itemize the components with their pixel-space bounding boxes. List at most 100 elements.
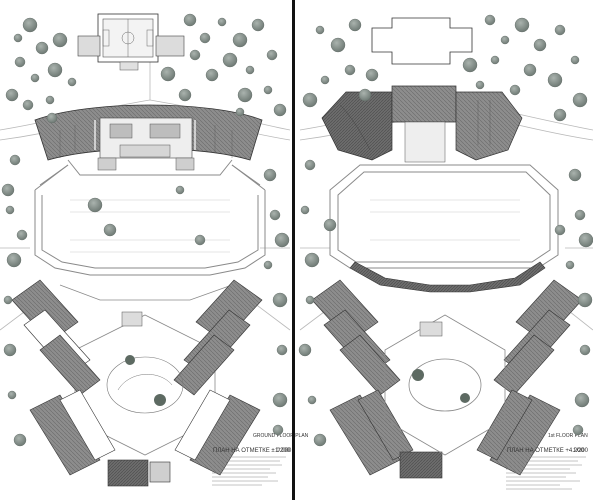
courtyard xyxy=(106,311,184,414)
tree-icon xyxy=(323,218,337,232)
tree-icon xyxy=(14,56,26,68)
tree-icon xyxy=(572,424,584,436)
tree-icon xyxy=(484,14,496,26)
tree-icon xyxy=(572,92,588,108)
tree-icon xyxy=(6,252,22,268)
tree-icon xyxy=(263,85,273,95)
sheet-scale: 1/200 xyxy=(275,448,291,454)
tree-icon xyxy=(103,223,117,237)
tree-icon xyxy=(300,205,310,215)
title-block-ground: GROUND FLOOR PLAN ПЛАН НА ОТМЕТКЕ ± 0.00… xyxy=(212,433,309,486)
tree-icon xyxy=(565,260,575,270)
tree-icon xyxy=(577,292,593,308)
tree-icon xyxy=(547,72,563,88)
tree-icon xyxy=(554,24,566,36)
sports-building-outline xyxy=(371,17,473,65)
tree-icon xyxy=(533,38,547,52)
tree-icon xyxy=(365,68,379,82)
tree-icon xyxy=(348,18,362,32)
sheet-caption: 1st FLOOR PLAN xyxy=(548,433,588,439)
tree-icon xyxy=(302,92,318,108)
tree-icon xyxy=(475,80,485,90)
tree-icon xyxy=(3,343,17,357)
tree-icon xyxy=(574,209,586,221)
tree-icon xyxy=(276,344,288,356)
tree-icon xyxy=(175,185,185,195)
legend-lines xyxy=(212,456,286,486)
tree-icon xyxy=(313,433,327,447)
tree-icon xyxy=(344,64,356,76)
tree-icon xyxy=(1,183,15,197)
tree-icon xyxy=(194,234,206,246)
tree-icon xyxy=(160,66,176,82)
tree-icon xyxy=(554,224,566,236)
tree-icon xyxy=(45,95,55,105)
tree-icon xyxy=(22,17,38,33)
ground-floor-sheet: GROUND FLOOR PLAN ПЛАН НА ОТМЕТКЕ ± 0.00… xyxy=(0,13,309,487)
tree-icon xyxy=(269,209,281,221)
tree-icon xyxy=(47,62,63,78)
tree-icon xyxy=(199,32,211,44)
tree-icon xyxy=(13,33,23,43)
tree-icon xyxy=(189,49,201,61)
tree-icon xyxy=(298,343,312,357)
tree-icon xyxy=(87,197,103,213)
first-floor-sheet: 1st FLOOR PLAN ПЛАН НА ОТМЕТКЕ +4.200 1/… xyxy=(298,14,593,490)
tree-icon xyxy=(320,75,330,85)
trees-first xyxy=(298,14,593,447)
tree-icon xyxy=(205,68,219,82)
title-block-first: 1st FLOOR PLAN ПЛАН НА ОТМЕТКЕ +4.200 1/… xyxy=(506,433,589,490)
tree-icon xyxy=(52,32,68,48)
parking-court xyxy=(329,164,559,269)
tree-icon xyxy=(67,77,77,87)
tree-icon xyxy=(570,55,580,65)
tree-icon xyxy=(5,205,15,215)
tree-icon xyxy=(304,252,320,268)
tree-icon xyxy=(273,103,287,117)
parking-court xyxy=(34,159,266,276)
tree-icon xyxy=(514,17,530,33)
tree-icon xyxy=(274,232,290,248)
tree-icon xyxy=(237,87,253,103)
tree-icon xyxy=(245,65,255,75)
tree-icon xyxy=(235,107,245,117)
tree-icon xyxy=(3,295,13,305)
legend-lines xyxy=(506,456,586,490)
tree-icon xyxy=(315,25,325,35)
tree-icon xyxy=(500,35,510,45)
plaza-outline xyxy=(384,314,506,456)
tree-icon xyxy=(35,41,49,55)
tree-icon xyxy=(574,392,590,408)
tree-icon xyxy=(183,13,197,27)
tree-icon xyxy=(304,159,316,171)
tree-icon xyxy=(251,18,265,32)
tree-icon xyxy=(217,17,227,27)
tree-icon xyxy=(7,390,17,400)
sheet-title: ПЛАН НА ОТМЕТКЕ +4.200 xyxy=(507,448,585,454)
tree-icon xyxy=(9,154,21,166)
tree-icon xyxy=(523,63,537,77)
tree-icon xyxy=(232,32,248,48)
sheet-title: ПЛАН НА ОТМЕТКЕ ± 0.000 xyxy=(213,448,292,454)
main-arc-building xyxy=(34,104,263,171)
tree-icon xyxy=(22,99,34,111)
tree-icon xyxy=(509,84,521,96)
tree-icon xyxy=(272,424,284,436)
tree-icon xyxy=(307,395,317,405)
parking-stalls xyxy=(370,199,520,241)
sheet-divider xyxy=(292,0,295,500)
tree-icon xyxy=(5,88,19,102)
tree-icon xyxy=(272,392,288,408)
tree-icon xyxy=(222,52,238,68)
sheet-caption: GROUND FLOOR PLAN xyxy=(253,433,309,439)
tree-icon xyxy=(46,112,58,124)
tree-icon xyxy=(305,295,315,305)
connecting-bar xyxy=(349,261,546,293)
sheet-scale: 1/200 xyxy=(573,448,589,454)
tree-icon xyxy=(578,232,593,248)
tree-icon xyxy=(16,229,28,241)
tree-icon xyxy=(178,88,192,102)
tree-icon xyxy=(358,88,372,102)
courtyard xyxy=(412,321,470,403)
